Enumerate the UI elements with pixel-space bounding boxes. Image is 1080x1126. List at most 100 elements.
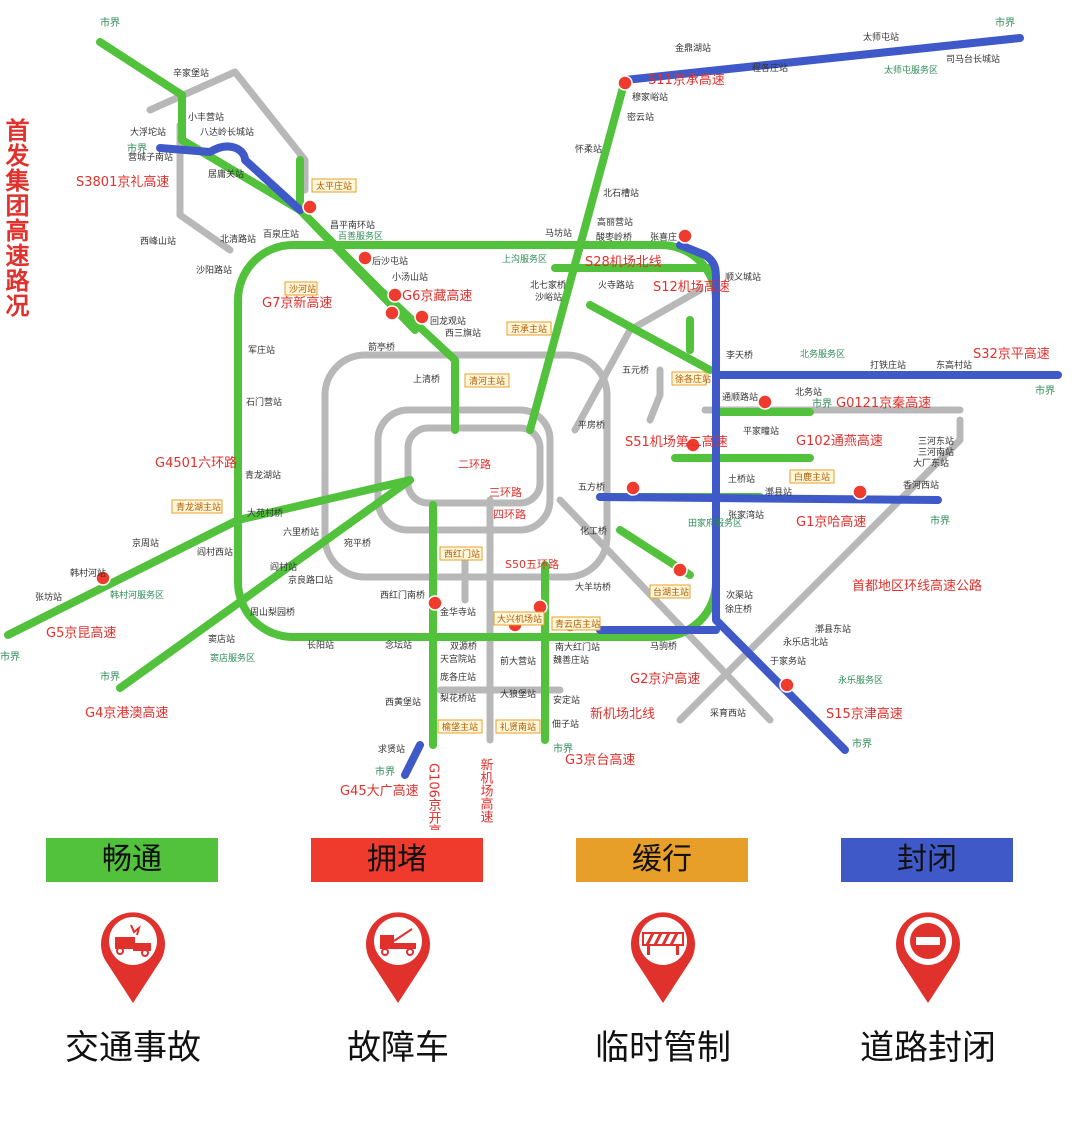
svg-text:礼贤南站: 礼贤南站: [500, 721, 536, 733]
svg-text:昌平南环站: 昌平南环站: [330, 219, 375, 231]
expressway-labels: S11京承高速 S3801京礼高速 G7京新高速 G6京藏高速 S28机场北线 …: [46, 72, 1050, 799]
legend-slow: 缓行: [576, 838, 748, 882]
svg-text:金鼎湖站: 金鼎湖站: [675, 42, 711, 54]
svg-text:窦店服务区: 窦店服务区: [210, 652, 255, 664]
svg-text:西三旗站: 西三旗站: [445, 327, 481, 339]
svg-text:采育西站: 采育西站: [710, 707, 746, 719]
svg-text:香河西站: 香河西站: [903, 479, 939, 491]
incident-label-closure: 道路封闭: [860, 1028, 996, 1068]
svg-text:大浮坨站: 大浮坨站: [130, 126, 166, 138]
road-label: G102通燕高速: [796, 433, 883, 449]
svg-text:后沙屯站: 后沙屯站: [372, 255, 408, 267]
svg-text:密云站: 密云站: [627, 111, 654, 123]
barrier-icon: [623, 905, 703, 1005]
svg-text:三河东站: 三河东站: [918, 435, 954, 447]
incident-label-control: 临时管制: [595, 1028, 731, 1068]
road-label: G5京昆高速: [46, 625, 116, 641]
road-label: S15京津高速: [826, 706, 903, 722]
road-label: G4京港澳高速: [85, 705, 168, 721]
svg-text:马驹桥: 马驹桥: [650, 640, 677, 652]
svg-text:长阳站: 长阳站: [307, 639, 334, 651]
svg-text:高丽营站: 高丽营站: [597, 216, 633, 228]
svg-text:太师屯站: 太师屯站: [863, 31, 899, 43]
ring4-label: 四环路: [493, 508, 526, 521]
svg-text:大苑村桥: 大苑村桥: [247, 507, 283, 519]
svg-text:市界: 市界: [100, 670, 120, 683]
svg-text:辛家堡站: 辛家堡站: [173, 67, 209, 79]
svg-text:上清桥: 上清桥: [413, 373, 440, 385]
svg-text:京周站: 京周站: [132, 537, 159, 549]
svg-text:沙阳路站: 沙阳路站: [196, 264, 232, 276]
crash-icon: [93, 905, 173, 1005]
svg-text:沙河站: 沙河站: [289, 283, 316, 295]
svg-text:太师屯服务区: 太师屯服务区: [884, 64, 938, 76]
svg-text:石门营站: 石门营站: [246, 396, 282, 408]
ring3-label: 三环路: [489, 486, 522, 499]
svg-text:市界: 市界: [995, 16, 1015, 29]
svg-text:百泉庄站: 百泉庄站: [263, 228, 299, 240]
svg-text:阎村站: 阎村站: [270, 561, 297, 573]
svg-text:八达岭长城站: 八达岭长城站: [200, 126, 254, 138]
incident-label-breakdown: 故障车: [347, 1028, 449, 1068]
svg-text:北石槽站: 北石槽站: [603, 187, 639, 199]
svg-text:阎村西站: 阎村西站: [197, 546, 233, 558]
svg-text:大兴机场站: 大兴机场站: [497, 613, 542, 625]
svg-text:南大红门站: 南大红门站: [555, 641, 600, 653]
svg-text:回龙观站: 回龙观站: [430, 315, 466, 327]
svg-text:清河主站: 清河主站: [469, 375, 505, 387]
road-label: G7京新高速: [262, 295, 332, 311]
road-label: G45大广高速: [340, 783, 419, 799]
svg-text:大厂东站: 大厂东站: [913, 457, 949, 469]
svg-text:宛平桥: 宛平桥: [344, 537, 371, 549]
svg-text:张坊站: 张坊站: [35, 591, 62, 603]
road-label: G3京台高速: [565, 752, 635, 768]
svg-text:安定站: 安定站: [553, 694, 580, 706]
svg-text:青龙湖站: 青龙湖站: [245, 469, 281, 481]
svg-text:张家湾站: 张家湾站: [728, 509, 764, 521]
svg-text:程各庄站: 程各庄站: [752, 62, 788, 74]
legend-clear: 畅通: [46, 838, 218, 882]
svg-text:穆家峪站: 穆家峪站: [632, 91, 668, 103]
road-label: S32京平高速: [973, 346, 1050, 362]
svg-text:漷县站: 漷县站: [765, 486, 792, 498]
svg-text:张喜庄: 张喜庄: [650, 231, 677, 243]
road-label: G6京藏高速: [402, 288, 472, 304]
svg-text:五方桥: 五方桥: [578, 481, 605, 493]
svg-text:市界: 市界: [127, 142, 147, 155]
blue-roads: [156, 34, 1062, 779]
svg-text:京良路口站: 京良路口站: [288, 574, 333, 586]
svg-text:田家府服务区: 田家府服务区: [688, 517, 742, 529]
svg-text:马坊站: 马坊站: [545, 227, 572, 239]
ring5-label: S50五环路: [505, 558, 559, 571]
road-label: S11京承高速: [648, 72, 725, 88]
legend-closed: 封闭: [841, 838, 1013, 882]
svg-text:青龙湖主站: 青龙湖主站: [176, 501, 221, 513]
svg-text:李天桥: 李天桥: [726, 349, 753, 361]
road-label: G1京哈高速: [796, 514, 866, 530]
svg-text:沙峪站: 沙峪站: [535, 291, 562, 303]
svg-text:上沟服务区: 上沟服务区: [502, 253, 547, 265]
svg-text:于家务站: 于家务站: [770, 655, 806, 667]
svg-text:次渠站: 次渠站: [726, 589, 753, 601]
svg-text:梨花桥站: 梨花桥站: [440, 692, 476, 704]
svg-text:市界: 市界: [930, 514, 950, 527]
svg-text:徐各庄站: 徐各庄站: [675, 373, 711, 385]
svg-text:金华寺站: 金华寺站: [440, 606, 476, 618]
place-labels: 辛家堡站 小丰营站 大浮坨站 八达岭长城站 营城子南站 居庸关站 西峰山站 北清…: [35, 31, 1000, 755]
svg-text:前大营站: 前大营站: [500, 655, 536, 667]
svg-text:太平庄站: 太平庄站: [316, 180, 352, 192]
svg-text:土桥站: 土桥站: [728, 473, 755, 485]
svg-text:天宫院站: 天宫院站: [440, 653, 476, 665]
svg-text:永乐服务区: 永乐服务区: [838, 674, 883, 686]
road-label: G0121京秦高速: [836, 395, 931, 411]
road-label: S12机场高速: [653, 279, 730, 295]
svg-text:东高村站: 东高村站: [936, 359, 972, 371]
svg-text:西红门南桥: 西红门南桥: [380, 589, 425, 601]
svg-text:市界: 市界: [375, 765, 395, 778]
incident-label-crash: 交通事故: [65, 1028, 201, 1068]
svg-text:营城子南站: 营城子南站: [128, 151, 173, 163]
svg-text:榆垡主站: 榆垡主站: [442, 721, 478, 733]
ring2-label: 二环路: [458, 458, 491, 471]
svg-text:白鹿主站: 白鹿主站: [794, 471, 830, 483]
svg-text:念坛站: 念坛站: [385, 639, 412, 651]
